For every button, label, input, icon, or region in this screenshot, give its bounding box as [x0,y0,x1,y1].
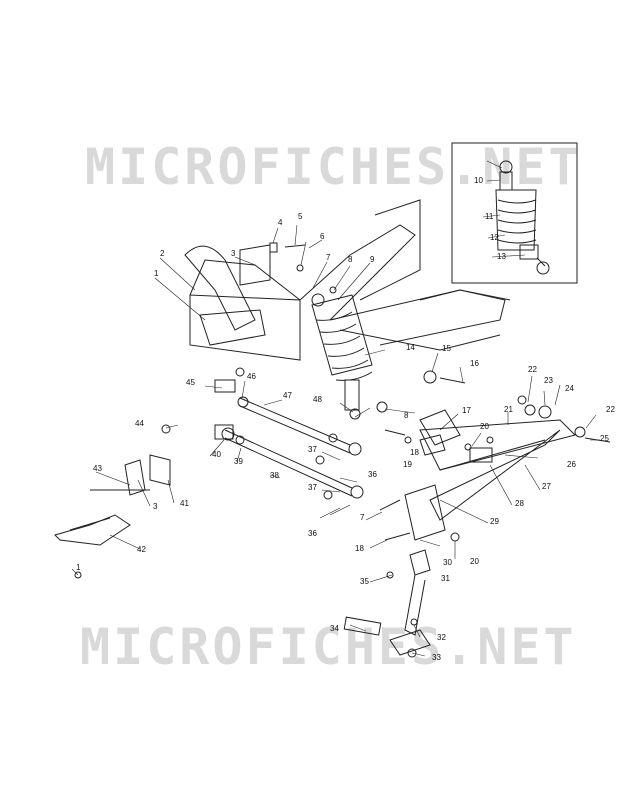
callout-6-7: 6 [320,232,325,241]
callout-43-51: 43 [93,464,102,473]
callout-18-22: 18 [355,544,364,553]
callout-31-37: 31 [441,574,450,583]
callout-19-23: 19 [403,460,412,469]
callout-3-3: 3 [231,249,236,258]
callout-24-30: 24 [565,384,574,393]
leader-lines [71,160,600,657]
callout-40-48: 40 [212,450,221,459]
callout-8-10: 8 [348,255,353,264]
watermark-bottom: MICROFICHES.NET [80,618,577,676]
callout-7-8: 7 [326,253,331,262]
callout-39-47: 39 [234,457,243,466]
callout-3-4: 3 [153,502,158,511]
callout-45-53: 45 [186,378,195,387]
callout-20-25: 20 [470,557,479,566]
callout-27-33: 27 [542,482,551,491]
callout-32-38: 32 [437,633,446,642]
callout-12-15: 12 [490,233,499,242]
shock-absorber-drawing [311,293,373,420]
callout-18-21: 18 [410,448,419,457]
callout-28-34: 28 [515,499,524,508]
callout-17-20: 17 [462,406,471,415]
callout-44-52: 44 [135,419,144,428]
callout-1-0: 1 [154,269,159,278]
callout-5-6: 5 [298,212,303,221]
callout-37-45: 37 [308,483,317,492]
callout-38-46: 38 [270,471,279,480]
callout-30-36: 30 [443,558,452,567]
callout-36-42: 36 [368,470,377,479]
callout-36-43: 36 [308,529,317,538]
callout-29-35: 29 [490,517,499,526]
hardware-drawing [161,242,527,626]
callout-41-49: 41 [180,499,189,508]
a-arm-drawing [419,404,611,521]
inset-shock-drawing [495,160,550,275]
spindle-drawing [343,484,446,658]
radius-rods-drawing [214,367,364,499]
callout-10-13: 10 [474,176,483,185]
callout-15-18: 15 [442,344,451,353]
callout-23-29: 23 [544,376,553,385]
watermark-top: MICROFICHES.NET [85,138,582,196]
callout-34-40: 34 [330,624,339,633]
callout-46-54: 46 [247,372,256,381]
inset-frame [451,142,578,284]
callout-48-56: 48 [313,395,322,404]
callout-42-50: 42 [137,545,146,554]
callout-13-16: 13 [497,252,506,261]
callout-9-12: 9 [370,255,375,264]
callout-33-39: 33 [432,653,441,662]
bracket-drawing [54,454,171,579]
callout-22-28: 22 [606,405,615,414]
callout-4-5: 4 [278,218,283,227]
callout-25-31: 25 [600,434,609,443]
callout-2-2: 2 [160,249,165,258]
frame-bulkhead-drawing [184,199,511,361]
callout-20-24: 20 [480,422,489,431]
callout-26-32: 26 [567,460,576,469]
callout-22-27: 22 [528,365,537,374]
callout-21-26: 21 [504,405,513,414]
callout-11-14: 11 [485,212,494,221]
callout-14-17: 14 [406,343,415,352]
callout-47-55: 47 [283,391,292,400]
callout-7-9: 7 [360,513,365,522]
callout-8-11: 8 [404,411,409,420]
callout-16-19: 16 [470,359,479,368]
callout-35-41: 35 [360,577,369,586]
callout-37-44: 37 [308,445,317,454]
callout-1-1: 1 [76,563,81,572]
